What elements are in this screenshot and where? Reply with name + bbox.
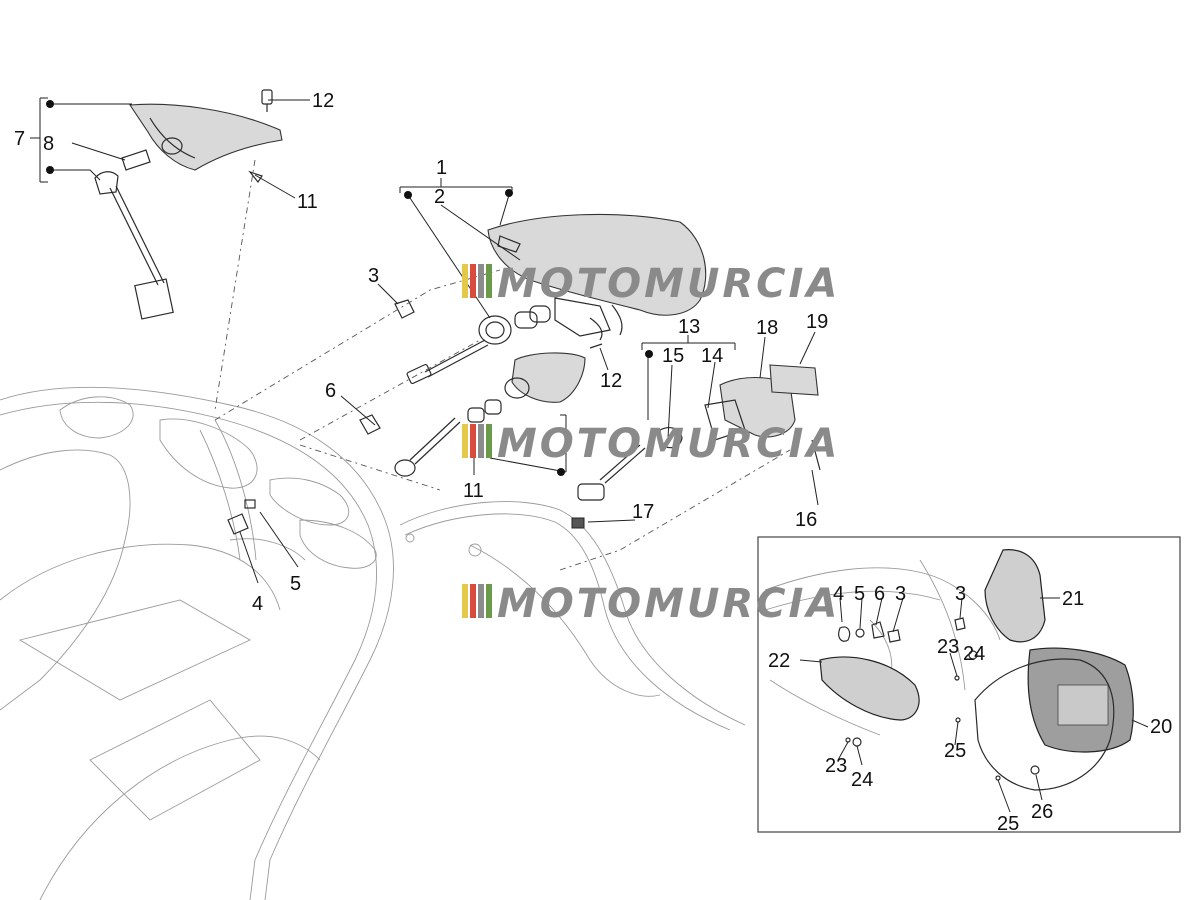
- callout-11: 11: [297, 191, 318, 213]
- callout-3: 3: [368, 265, 379, 287]
- callout-13: 13: [678, 316, 700, 338]
- callout-8: 8: [43, 133, 54, 155]
- watermark-text: MOTOMURCIA: [497, 581, 840, 627]
- indicator-lamp-part: [394, 343, 603, 477]
- callout-1: 1: [436, 157, 447, 179]
- inset-callout-3: 3: [895, 583, 906, 605]
- inset-callout-25: 25: [944, 740, 966, 762]
- inset-callout-23: 23: [937, 636, 959, 658]
- inset-callout-6: 6: [874, 583, 885, 605]
- bulb-socket-parts: [394, 299, 551, 385]
- inset-callout-20: 20: [1150, 716, 1172, 738]
- callout-labels: 12 11 7 8 1 2 3 6 12 11 13 15 14 18 19 1…: [14, 90, 1172, 835]
- rear-fender-outline: [399, 501, 746, 731]
- watermark-1: MOTOMURCIA: [462, 261, 840, 307]
- inset-callout-3b: 3: [955, 583, 966, 605]
- callout-15: 15: [662, 345, 684, 367]
- leader-lines: [30, 97, 1149, 813]
- callout-6: 6: [325, 380, 336, 402]
- reflector-assembly-part: [94, 89, 283, 320]
- callout-12b: 12: [600, 370, 622, 392]
- inset-callout-21: 21: [1062, 588, 1084, 610]
- assembly-guide-lines: [214, 159, 791, 571]
- callout-17: 17: [632, 501, 654, 523]
- inset-callout-24b: 24: [851, 769, 873, 791]
- inset-callout-25b: 25: [997, 813, 1019, 835]
- callout-12: 12: [312, 90, 334, 112]
- callout-2: 2: [434, 186, 445, 208]
- tail-light-assembly-part: [487, 213, 707, 341]
- callout-16: 16: [795, 509, 817, 531]
- watermark-text: MOTOMURCIA: [497, 261, 840, 307]
- license-light-group-part: [571, 364, 821, 529]
- inset-detail-panel: [757, 536, 1181, 833]
- watermark-text: MOTOMURCIA: [497, 421, 840, 467]
- fastener-parts: [227, 414, 381, 535]
- inset-callout-22: 22: [768, 650, 790, 672]
- callout-4: 4: [252, 593, 263, 615]
- callout-5: 5: [290, 573, 301, 595]
- callout-18: 18: [756, 317, 778, 339]
- inset-callout-4: 4: [833, 583, 844, 605]
- callout-19: 19: [806, 311, 828, 333]
- watermark-3: MOTOMURCIA: [462, 581, 840, 627]
- inset-callout-24: 24: [963, 643, 985, 665]
- bullet-markers: [46, 100, 653, 476]
- watermark-2: MOTOMURCIA: [462, 421, 840, 467]
- inset-callout-26: 26: [1031, 801, 1053, 823]
- callout-14: 14: [701, 345, 723, 367]
- inset-callout-23b: 23: [825, 755, 847, 777]
- callout-11b: 11: [463, 480, 484, 502]
- callout-7: 7: [14, 128, 25, 150]
- scooter-body-outline: [0, 386, 394, 900]
- inset-callout-5: 5: [854, 583, 865, 605]
